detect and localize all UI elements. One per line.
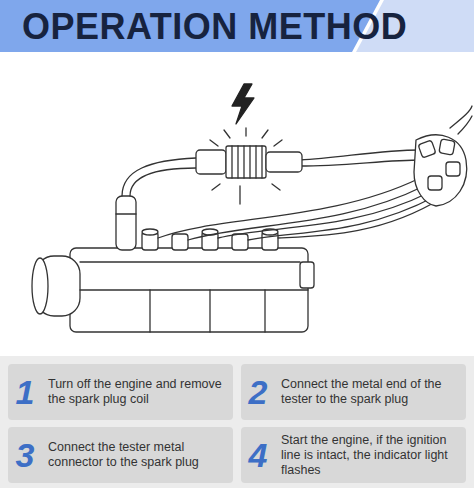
step-box: 1Turn off the engine and remove the spar… [8,364,233,420]
step-number: 3 [8,438,42,472]
step-box: 3Connect the tester metal connector to t… [8,427,233,483]
step-text: Start the engine, if the ignition line i… [275,433,466,478]
steps-ground [0,356,474,488]
step-text: Connect the tester metal connector to th… [42,440,233,470]
step-box: 4Start the engine, if the ignition line … [241,427,466,483]
step-text: Connect the metal end of the tester to t… [275,377,466,407]
coil-pack-drawing [32,84,472,332]
step-box: 2Connect the metal end of the tester to … [241,364,466,420]
step-number: 4 [241,438,275,472]
step-number: 2 [241,375,275,409]
title: OPERATION METHOD [22,4,407,50]
step-number: 1 [8,375,42,409]
step-text: Turn off the engine and remove the spark… [42,377,233,407]
